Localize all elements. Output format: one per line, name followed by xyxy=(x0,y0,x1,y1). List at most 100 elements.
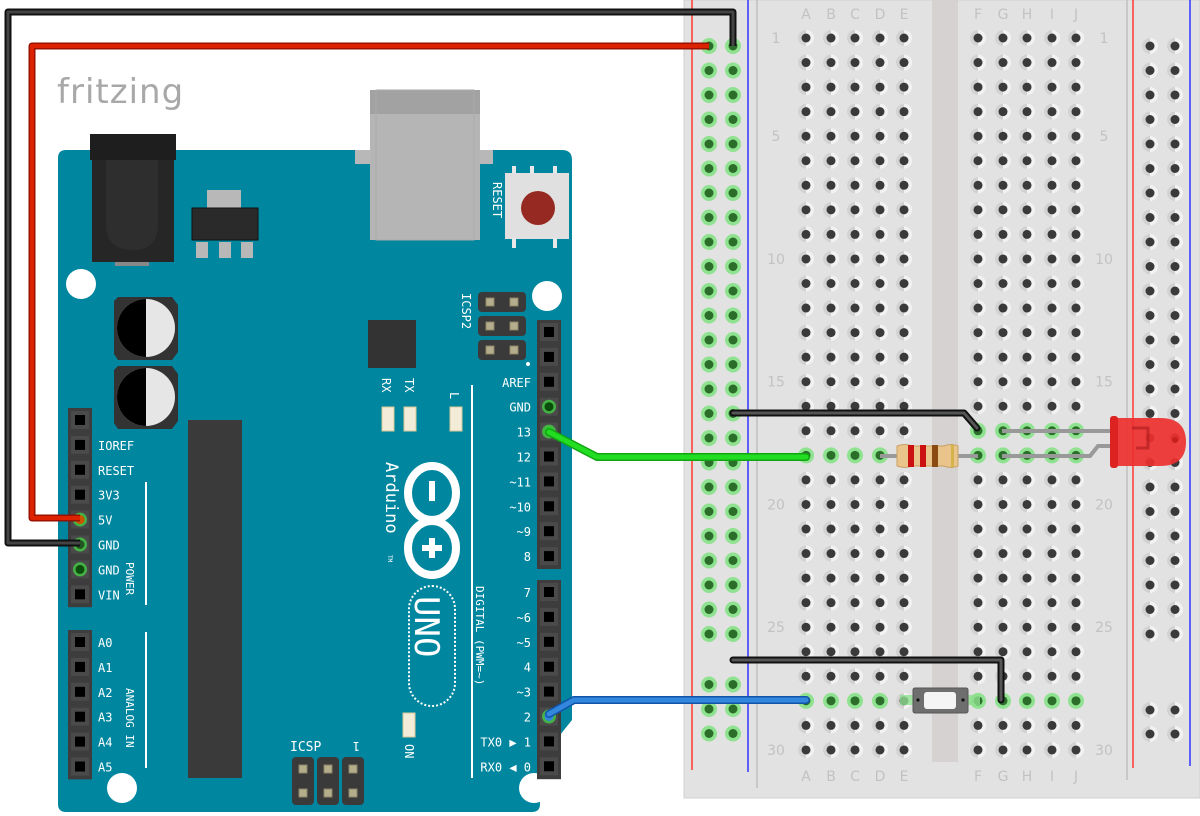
breadboard-hole[interactable] xyxy=(872,643,888,660)
breadboard-hole[interactable] xyxy=(798,300,814,317)
breadboard-hole[interactable] xyxy=(995,349,1011,366)
breadboard-hole[interactable] xyxy=(847,692,863,709)
breadboard-hole[interactable] xyxy=(1068,250,1084,267)
header-socket[interactable] xyxy=(540,447,558,466)
power-rail-hole[interactable] xyxy=(701,283,717,299)
power-rail-hole[interactable] xyxy=(725,258,741,275)
power-rail-hole[interactable] xyxy=(725,577,741,593)
breadboard-hole[interactable] xyxy=(896,152,912,169)
breadboard-hole[interactable] xyxy=(896,177,912,194)
power-rail-hole[interactable] xyxy=(701,160,717,177)
breadboard-hole[interactable] xyxy=(1044,398,1060,415)
breadboard-hole[interactable] xyxy=(1044,496,1060,513)
power-rail-hole[interactable] xyxy=(725,283,741,299)
breadboard-hole[interactable] xyxy=(823,54,839,71)
breadboard-hole[interactable] xyxy=(970,177,986,194)
breadboard-hole[interactable] xyxy=(970,643,986,660)
power-rail-hole[interactable] xyxy=(725,430,741,446)
power-rail-hole[interactable] xyxy=(1167,577,1183,593)
breadboard-hole[interactable] xyxy=(847,619,863,636)
breadboard-hole[interactable] xyxy=(872,545,888,562)
breadboard-hole[interactable] xyxy=(798,128,814,145)
breadboard-hole[interactable] xyxy=(995,54,1011,71)
power-rail-hole[interactable] xyxy=(1167,209,1183,226)
breadboard-hole[interactable] xyxy=(1044,717,1060,734)
breadboard-hole[interactable] xyxy=(823,152,839,169)
power-rail-hole[interactable] xyxy=(701,209,717,226)
header-socket[interactable] xyxy=(71,460,89,479)
breadboard-hole[interactable] xyxy=(1044,545,1060,562)
breadboard-hole[interactable] xyxy=(872,692,888,709)
breadboard-hole[interactable] xyxy=(970,275,986,292)
header-socket[interactable] xyxy=(71,585,89,604)
power-rail-hole[interactable] xyxy=(701,185,717,201)
breadboard-hole[interactable] xyxy=(823,471,839,488)
breadboard-hole[interactable] xyxy=(823,668,839,685)
power-rail-hole[interactable] xyxy=(725,528,741,544)
breadboard-hole[interactable] xyxy=(995,30,1011,46)
breadboard-hole[interactable] xyxy=(896,300,912,317)
breadboard-hole[interactable] xyxy=(872,324,888,341)
power-rail-hole[interactable] xyxy=(725,701,741,717)
breadboard-hole[interactable] xyxy=(1044,521,1060,537)
breadboard-hole[interactable] xyxy=(995,619,1011,636)
breadboard-hole[interactable] xyxy=(798,54,814,71)
breadboard-hole[interactable] xyxy=(970,250,986,267)
breadboard-hole[interactable] xyxy=(970,201,986,218)
power-rail-hole[interactable] xyxy=(1167,332,1183,348)
breadboard-hole[interactable] xyxy=(970,521,986,537)
breadboard-hole[interactable] xyxy=(970,300,986,317)
breadboard-hole[interactable] xyxy=(1019,668,1035,685)
breadboard-hole[interactable] xyxy=(1068,496,1084,513)
power-rail-hole[interactable] xyxy=(1167,552,1183,569)
breadboard-hole[interactable] xyxy=(872,717,888,734)
breadboard-hole[interactable] xyxy=(847,30,863,46)
pushbutton[interactable] xyxy=(900,687,980,714)
power-rail-hole[interactable] xyxy=(701,601,717,618)
power-rail-hole[interactable] xyxy=(725,601,741,618)
breadboard-hole[interactable] xyxy=(995,177,1011,194)
power-rail-hole[interactable] xyxy=(1142,160,1158,177)
breadboard-hole[interactable] xyxy=(1068,324,1084,341)
header-socket[interactable] xyxy=(540,583,558,601)
breadboard-hole[interactable] xyxy=(1019,275,1035,292)
breadboard-hole[interactable] xyxy=(896,545,912,562)
breadboard-hole[interactable] xyxy=(797,250,814,267)
breadboard-hole[interactable] xyxy=(970,373,986,390)
breadboard-hole[interactable] xyxy=(1068,103,1084,120)
breadboard-hole[interactable] xyxy=(847,496,863,513)
breadboard-hole[interactable] xyxy=(995,545,1011,562)
power-rail-hole[interactable] xyxy=(725,87,741,103)
power-rail-hole[interactable] xyxy=(1142,726,1158,742)
breadboard-hole[interactable] xyxy=(823,226,839,243)
breadboard-hole[interactable] xyxy=(970,496,986,513)
breadboard-hole[interactable] xyxy=(872,422,888,439)
breadboard-hole[interactable] xyxy=(1044,226,1060,243)
power-rail-hole[interactable] xyxy=(701,258,717,275)
breadboard-hole[interactable] xyxy=(995,570,1011,587)
breadboard-hole[interactable] xyxy=(1044,373,1060,390)
breadboard-hole[interactable] xyxy=(872,570,888,587)
power-rail-hole[interactable] xyxy=(701,87,717,103)
breadboard-hole[interactable] xyxy=(872,103,888,120)
power-rail-hole[interactable] xyxy=(1167,136,1183,152)
power-rail-hole[interactable] xyxy=(1167,38,1183,54)
breadboard-hole[interactable] xyxy=(896,717,912,734)
power-rail-hole[interactable] xyxy=(1142,283,1158,299)
breadboard-hole[interactable] xyxy=(896,79,912,96)
breadboard-hole[interactable] xyxy=(1068,226,1084,243)
breadboard-hole[interactable] xyxy=(872,521,888,537)
breadboard-hole[interactable] xyxy=(995,128,1011,145)
breadboard-hole[interactable] xyxy=(847,349,863,366)
power-rail-hole[interactable] xyxy=(1167,503,1183,520)
power-rail-hole[interactable] xyxy=(701,62,717,79)
breadboard-hole[interactable] xyxy=(1019,79,1035,96)
breadboard-hole[interactable] xyxy=(823,349,839,366)
resistor[interactable] xyxy=(880,444,978,468)
power-rail-hole[interactable] xyxy=(725,111,741,128)
breadboard-hole[interactable] xyxy=(798,741,814,758)
breadboard-hole[interactable] xyxy=(1044,471,1060,488)
breadboard-hole[interactable] xyxy=(798,717,814,734)
breadboard-hole[interactable] xyxy=(970,570,986,587)
